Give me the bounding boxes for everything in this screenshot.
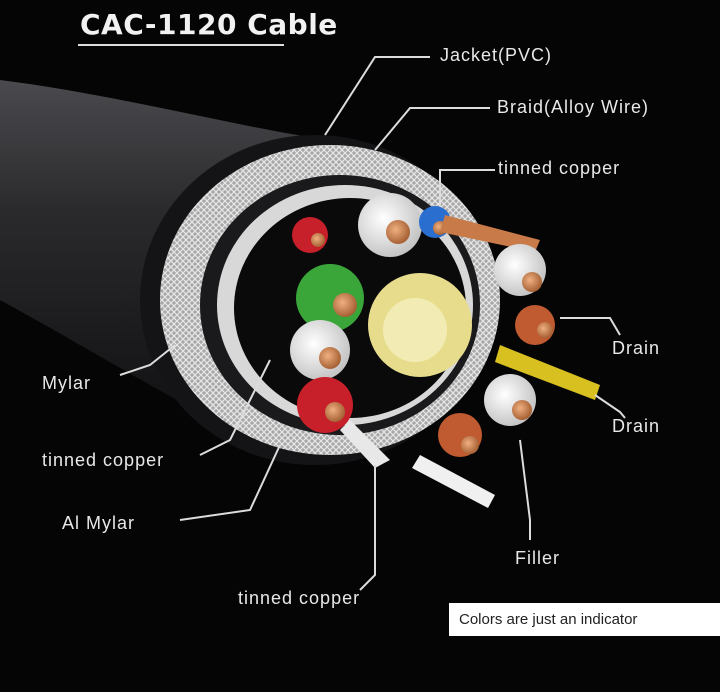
label-tinned-copper-left: tinned copper xyxy=(42,450,165,470)
label-tinned-copper-bottom: tinned copper xyxy=(238,588,361,608)
conductors xyxy=(290,193,600,508)
label-tinned-copper-top: tinned copper xyxy=(498,158,621,178)
label-jacket: Jacket(PVC) xyxy=(440,45,553,65)
title-underline xyxy=(78,44,284,46)
label-drain-2: Drain xyxy=(612,416,661,436)
page-title: CAC-1120 Cable xyxy=(80,8,338,41)
label-mylar: Mylar xyxy=(42,373,91,393)
leader-lines xyxy=(119,56,626,591)
label-filler: Filler xyxy=(515,548,560,568)
label-al-mylar: Al Mylar xyxy=(62,513,136,533)
color-disclaimer-note: Colors are just an indicator xyxy=(449,603,720,636)
label-braid: Braid(Alloy Wire) xyxy=(497,97,650,117)
label-drain-1: Drain xyxy=(612,338,661,358)
